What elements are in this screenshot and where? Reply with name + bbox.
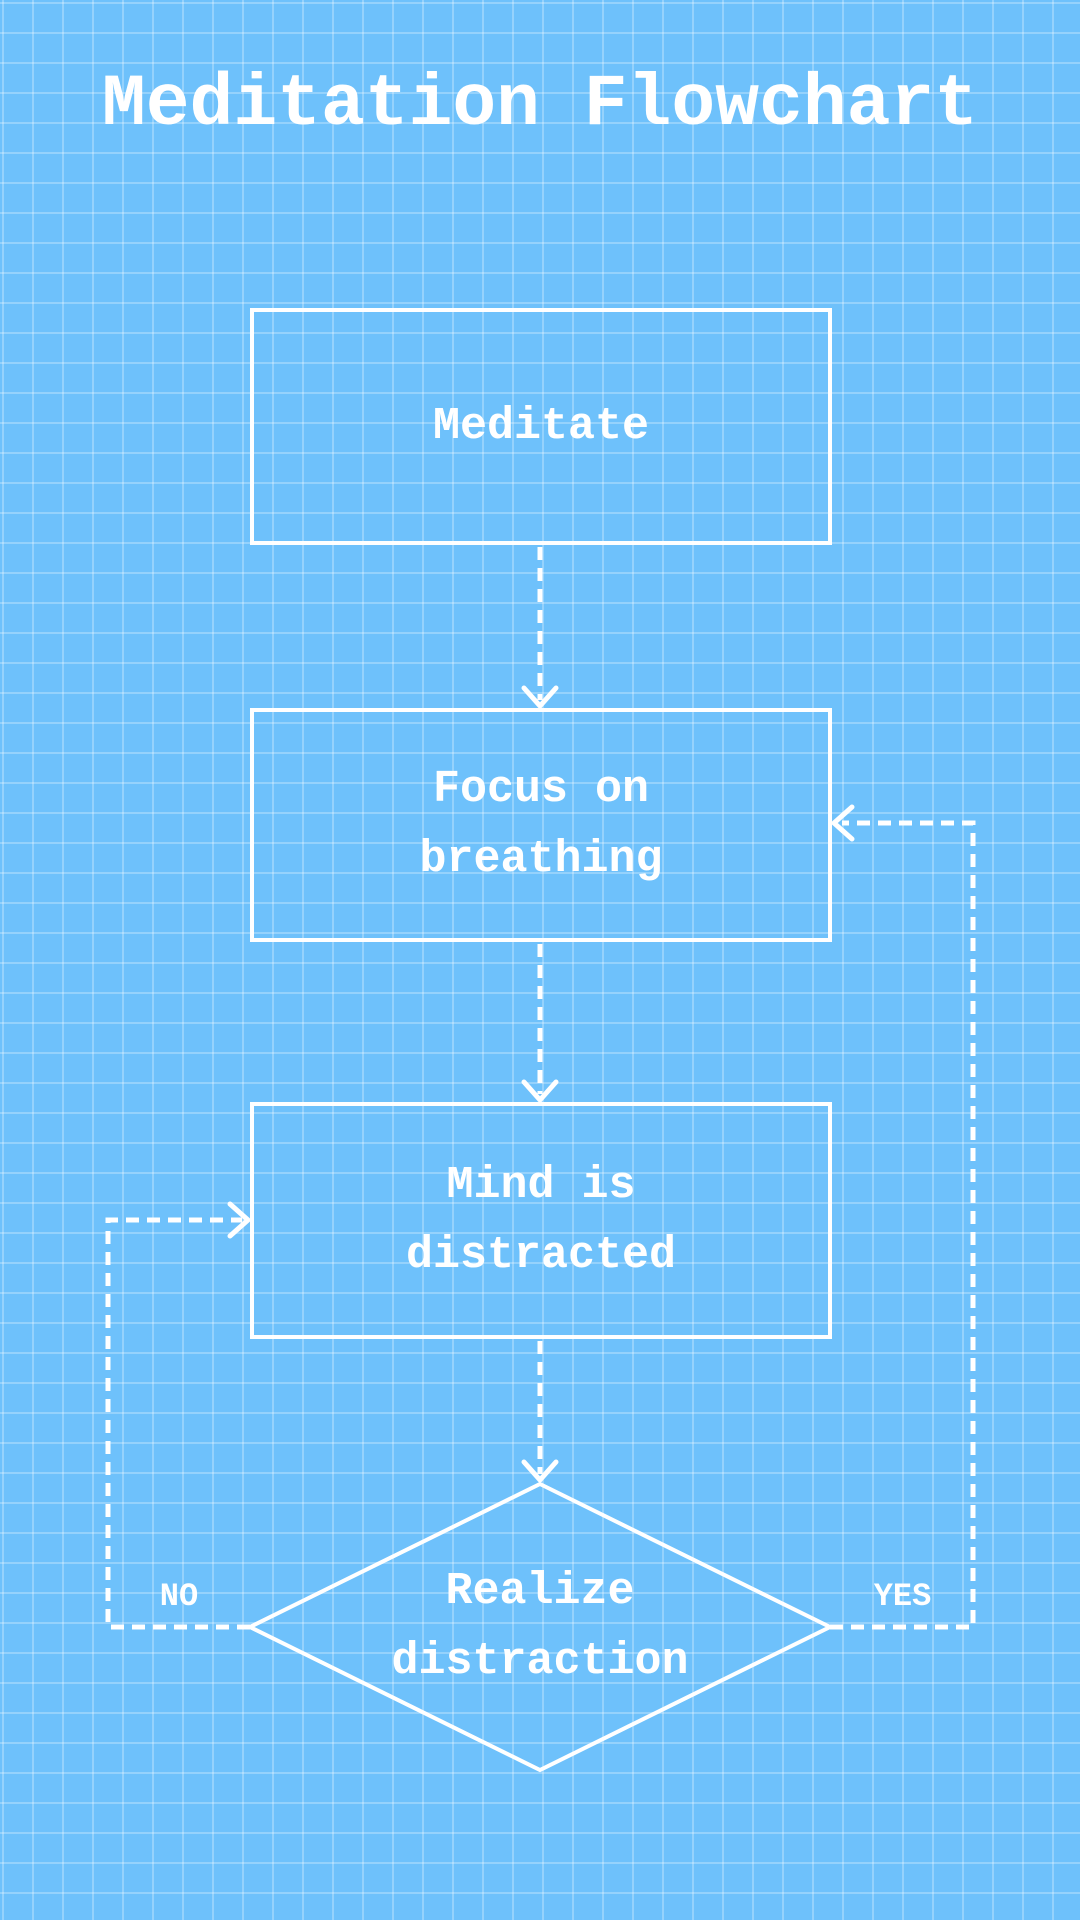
node-realize-distraction: Realize distraction [290,1484,790,1770]
arrowhead-left-into-focus [831,804,855,842]
edge-label-yes: YES [873,1578,932,1615]
node-focus-breathing-label-line2: breathing [419,834,663,885]
arrowhead-down-into-focus [521,685,559,709]
node-realize-distraction-label-line2: distraction [391,1636,689,1687]
node-mind-distracted-outline [250,1102,832,1339]
arrowhead-right-into-mind [227,1201,251,1239]
edge-no-loop [105,1217,250,1630]
node-mind-distracted-label-line2: distracted [405,1229,677,1281]
arrowhead-down-into-mind [521,1079,559,1103]
edge-yes-loop [830,820,976,1630]
node-meditate-label: Meditate [432,400,650,452]
node-focus-breathing-label-line1: Focus on [432,764,650,815]
node-mind-distracted: Mind is distracted [252,1104,830,1337]
edge-label-no: NO [159,1578,199,1615]
arrowhead-down-into-realize [521,1459,559,1483]
node-focus-breathing: Focus on breathing [252,710,830,940]
node-meditate-outline [250,308,832,545]
node-realize-distraction-outline [245,1481,835,1773]
node-mind-distracted-label-line1: Mind is [446,1159,636,1211]
node-focus-breathing-outline [250,708,832,942]
node-meditate: Meditate [252,310,830,543]
flowchart-title: Meditation Flowchart [101,63,979,146]
node-realize-distraction-label-line1: Realize [445,1566,635,1617]
